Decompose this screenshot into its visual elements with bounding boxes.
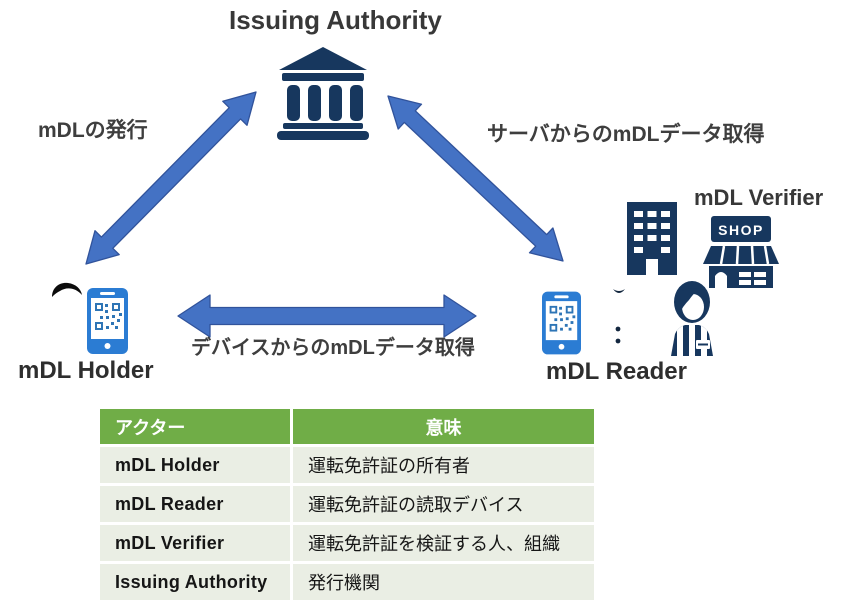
- mdl-holder-label: mDL Holder: [18, 357, 154, 384]
- table-cell-actor: mDL Verifier: [100, 525, 290, 561]
- mdl-verifier-label: mDL Verifier: [694, 185, 824, 210]
- arrow-issue-label: mDLの発行: [38, 119, 148, 142]
- attendant-person-icon: [602, 286, 642, 351]
- office-building-icon: [627, 202, 677, 280]
- arrow-server: [387, 95, 564, 262]
- table-cell-actor: mDL Reader: [100, 486, 290, 522]
- mdl-reader-label: mDL Reader: [546, 358, 687, 385]
- shop-storefront-icon: SHOP: [701, 216, 781, 293]
- arrow-device: [177, 294, 477, 338]
- actor-definition-table: アクター 意味 mDL Holder 運転免許証の所有者 mDL Reader …: [100, 409, 594, 600]
- shop-sign-text: SHOP: [718, 222, 764, 238]
- table-header-meaning: 意味: [293, 409, 594, 444]
- table-header-actor: アクター: [100, 409, 290, 444]
- arrow-device-label: デバイスからのmDLデータ取得: [191, 337, 475, 359]
- holder-person-icon: [50, 281, 86, 336]
- table-cell-meaning: 発行機関: [293, 564, 594, 600]
- table-cell-actor: mDL Holder: [100, 447, 290, 483]
- smartphone-qr-icon: [87, 288, 128, 359]
- government-building-icon: [277, 47, 369, 145]
- arrow-issue: [85, 91, 257, 265]
- arrow-server-label: サーバからのmDLデータ取得: [487, 123, 765, 146]
- smartphone-qr-icon: [542, 289, 581, 362]
- table-cell-meaning: 運転免許証の読取デバイス: [293, 486, 594, 522]
- clerk-person-icon: [665, 280, 719, 361]
- table-cell-actor: Issuing Authority: [100, 564, 290, 600]
- issuing-authority-label: Issuing Authority: [229, 5, 442, 35]
- table-cell-meaning: 運転免許証の所有者: [293, 447, 594, 483]
- table-cell-meaning: 運転免許証を検証する人、組織: [293, 525, 594, 561]
